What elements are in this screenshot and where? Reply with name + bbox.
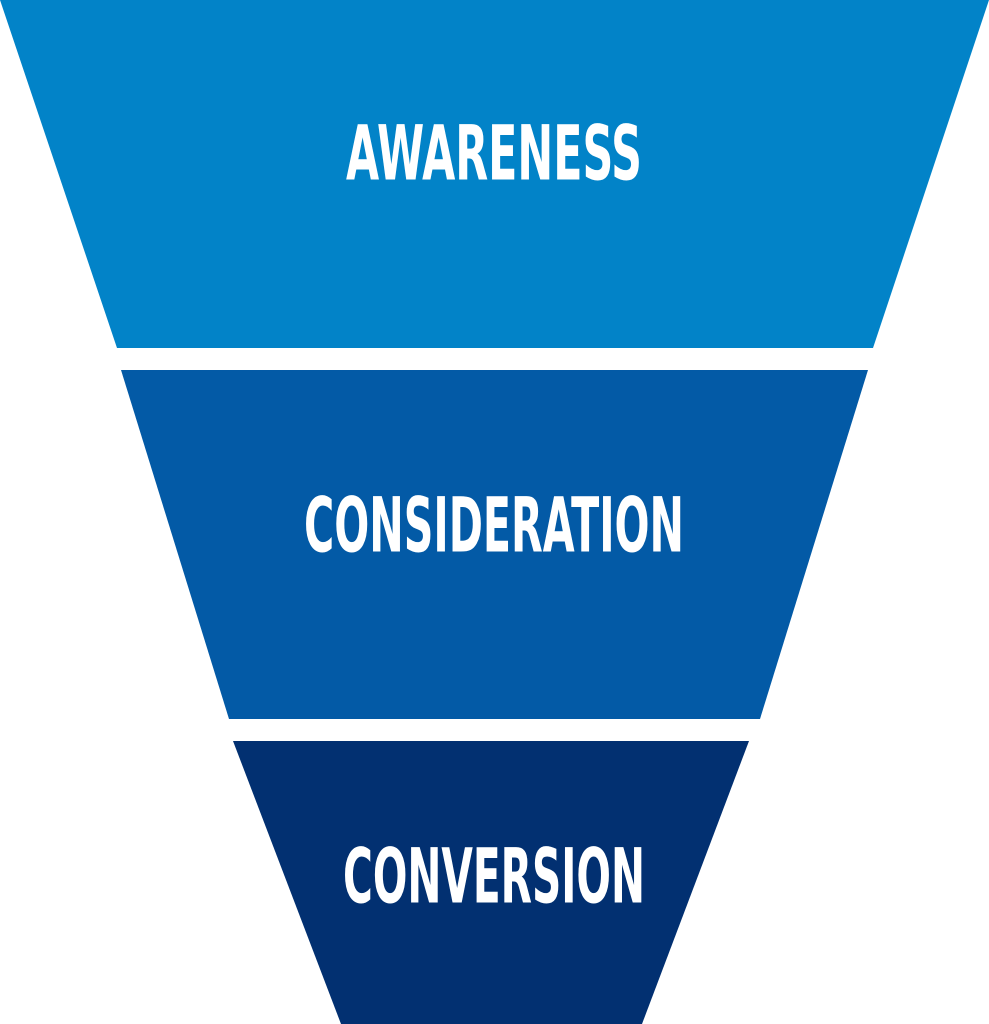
funnel-stage-conversion: CONVERSION [233, 741, 749, 1024]
funnel-stage-awareness: AWARENESS [0, 0, 989, 348]
awareness-label: AWARENESS [346, 109, 642, 198]
conversion-segment [233, 741, 749, 1024]
funnel-stage-consideration: CONSIDERATION [121, 370, 868, 719]
consideration-segment [121, 370, 868, 719]
awareness-segment [0, 0, 989, 348]
consideration-label: CONSIDERATION [304, 481, 684, 570]
conversion-label: CONVERSION [343, 832, 645, 921]
